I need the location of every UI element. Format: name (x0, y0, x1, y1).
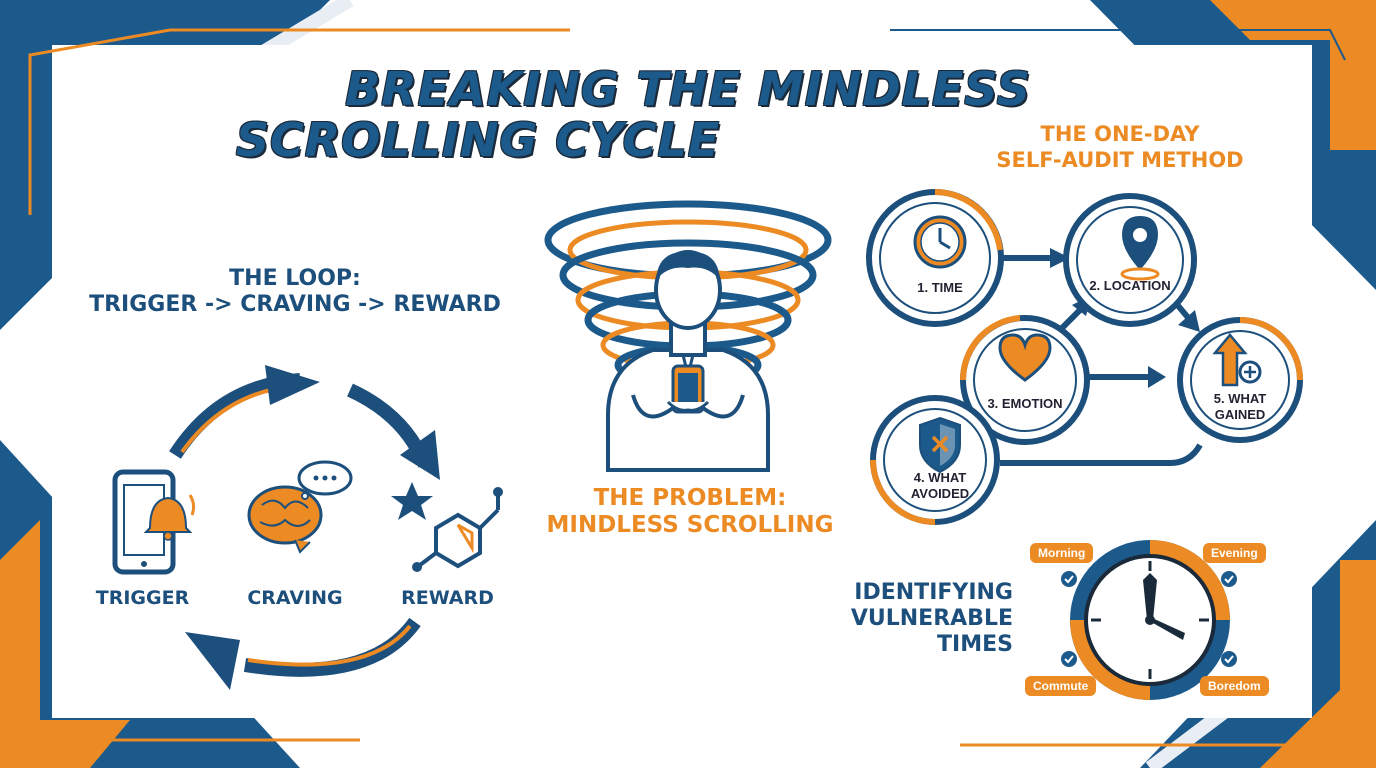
loop-stage-label-reward: REWARD (401, 587, 494, 609)
audit-heading-line-2: SELF-AUDIT METHOD (996, 148, 1244, 172)
vulnerable-heading-line-1: IDENTIFYING (854, 580, 1013, 605)
audit-step-label-3: 3. EMOTION (987, 396, 1063, 411)
check-icon (1221, 651, 1237, 667)
audit-step-label-1: 1. TIME (917, 280, 963, 295)
loop-stage-label-trigger: TRIGGER (95, 587, 190, 609)
time-tag-evening: Evening (1203, 543, 1266, 563)
check-icon (1061, 571, 1077, 587)
person-phone-vortex-icon (544, 200, 832, 472)
shield-x-icon (919, 416, 961, 474)
arrow-up-plus-icon (1212, 333, 1262, 387)
audit-flow-diagram (866, 189, 1303, 525)
audit-step-label-4-line-2: AVOIDED (910, 486, 970, 501)
vulnerable-heading-line-2: VULNERABLE (850, 606, 1013, 631)
location-pin-icon (1120, 216, 1160, 281)
loop-heading-line-1: THE LOOP: (229, 266, 361, 291)
time-tag-boredom: Boredom (1200, 676, 1269, 696)
audit-step-label-5-line-2: GAINED (1214, 407, 1266, 422)
clock-icon (1070, 540, 1230, 700)
check-icon (1221, 571, 1237, 587)
audit-step-circle-2 (1063, 193, 1197, 327)
title-line-2: SCROLLING CYCLE (235, 113, 721, 167)
corner-accent-bottom-left (0, 520, 130, 768)
audit-step-label-4-line-1: 4. WHAT (913, 470, 967, 485)
loop-arrowhead-top (265, 365, 320, 405)
audit-arrowhead (1178, 310, 1200, 332)
audit-arrowhead (1148, 366, 1166, 388)
audit-step-circle-5 (1177, 317, 1303, 443)
audit-connector (1000, 443, 1203, 466)
problem-heading-line-2: MINDLESS SCROLLING (546, 512, 834, 538)
title-line-1: BREAKING THE MINDLESS (345, 62, 1031, 116)
time-tag-morning: Morning (1030, 543, 1094, 563)
frame-line-bottom-right (960, 719, 1347, 747)
time-tag-commute: Commute (1025, 676, 1097, 696)
check-icon (1061, 651, 1077, 667)
clock-icon (913, 215, 967, 269)
corner-accent-bottom-right (1260, 560, 1376, 768)
audit-step-label-5-line-1: 5. WHAT (1213, 391, 1267, 406)
loop-arrowhead-bottom (185, 632, 240, 690)
loop-arrowhead-right (400, 430, 440, 480)
audit-step-label-2: 2. LOCATION (1089, 278, 1171, 293)
loop-diagram (112, 365, 503, 690)
brain-thought-icon (247, 460, 353, 554)
phone-bell-icon (112, 469, 196, 575)
loop-stage-label-craving: CRAVING (247, 587, 343, 609)
problem-heading-line-1: THE PROBLEM: (593, 485, 787, 511)
vulnerable-heading-line-3: TIMES (937, 632, 1013, 657)
audit-heading-line-1: THE ONE-DAY (1040, 122, 1200, 146)
heart-icon (998, 333, 1052, 382)
frame-line-top-left (28, 28, 570, 215)
star-molecule-icon (391, 482, 503, 572)
frame-line-top-right (890, 29, 1346, 61)
audit-arrowhead (1050, 248, 1070, 268)
loop-arrow-bottom-accent (247, 624, 412, 667)
loop-heading-line-2: TRIGGER -> CRAVING -> REWARD (89, 292, 501, 317)
frame-line-bottom-left (28, 560, 360, 742)
